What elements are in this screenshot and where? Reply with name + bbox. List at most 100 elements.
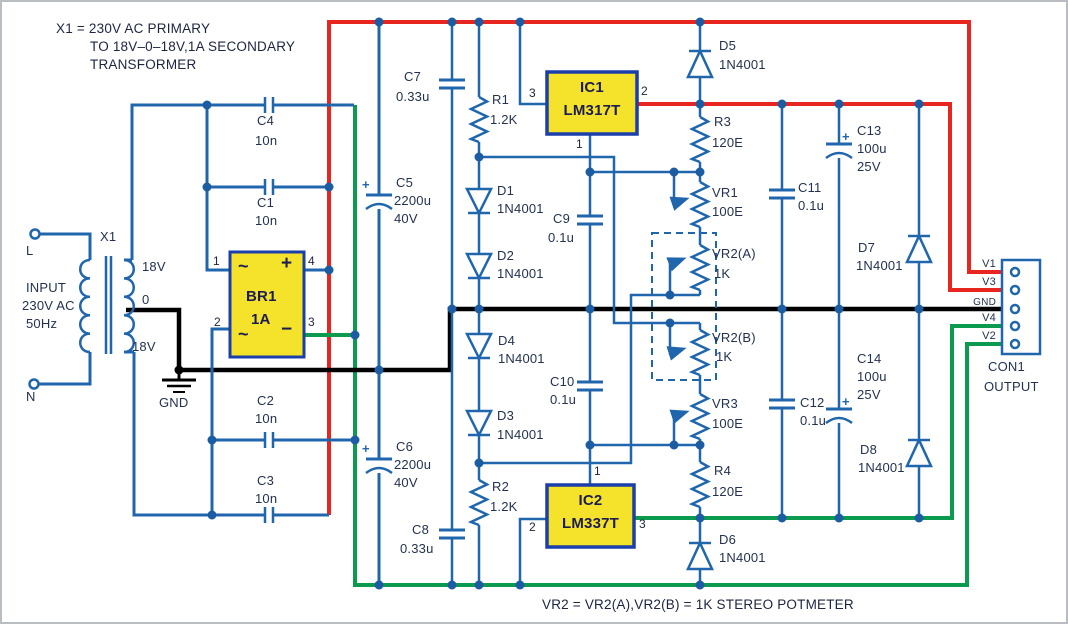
input-label-line3: 50Hz: [26, 316, 58, 331]
c10-value: 0.1u: [550, 392, 577, 407]
vr1-ref: VR1: [712, 185, 738, 200]
d4-part: 1N4001: [498, 351, 545, 366]
note-transformer-line2: TO 18V–0–18V,1A SECONDARY: [90, 39, 296, 54]
c8-value: 0.33u: [400, 541, 434, 556]
c4-ref: C4: [257, 113, 275, 128]
c12-ref: C12: [800, 395, 825, 410]
c2-value: 10n: [255, 411, 278, 426]
c13-value: 100u: [857, 141, 887, 156]
bridge-ref: BR1: [246, 288, 277, 305]
input-label-line1: INPUT: [26, 280, 66, 295]
c8-ref: C8: [412, 522, 430, 537]
r1-ref: R1: [492, 92, 510, 107]
vr2a-ref: VR2(A): [712, 246, 756, 261]
filter-column-c5-c6: [365, 22, 393, 585]
regulation-column: [686, 22, 714, 585]
d3-ref: D3: [497, 408, 515, 423]
secondary-top-label: 18V: [142, 259, 166, 274]
ic1-pin-input: 3: [529, 86, 536, 100]
c3-value: 10n: [255, 491, 278, 506]
ic1-pin-adjust: 1: [576, 137, 583, 151]
c5-polarity: +: [362, 177, 370, 192]
c5-ref: C5: [396, 175, 414, 190]
c12-value: 0.1u: [800, 413, 827, 428]
d1-part: 1N4001: [497, 201, 544, 216]
c13-polarity: +: [842, 129, 850, 144]
note-transformer-line1: X1 = 230V AC PRIMARY: [56, 21, 211, 36]
d6-part: 1N4001: [719, 550, 766, 565]
secondary-bottom-label: 18V: [132, 339, 156, 354]
con1-pin-v2: V2: [982, 330, 996, 342]
d5-ref: D5: [719, 38, 737, 53]
positive-regulated-rail: [637, 102, 1002, 292]
c7-ref: C7: [404, 69, 422, 84]
ic1-pin-output: 2: [641, 84, 648, 98]
c14-voltage: 25V: [857, 387, 881, 402]
c14-ref: C14: [857, 351, 882, 366]
bias-column: [464, 22, 494, 585]
c14-value: 100u: [857, 369, 887, 384]
con1-pin-v4: V4: [982, 312, 996, 324]
ic2-pin-input: 2: [529, 520, 536, 534]
con1-pin-gnd: GND: [973, 297, 996, 308]
c1-ref: C1: [257, 195, 275, 210]
ground-rail: [126, 306, 1002, 373]
d8-ref: D8: [860, 442, 878, 457]
c2-ref: C2: [257, 393, 275, 408]
bridge-pin4: 4: [308, 254, 315, 268]
d4-ref: D4: [498, 333, 516, 348]
d5-part: 1N4001: [719, 57, 766, 72]
bridge-plus-symbol: +: [281, 253, 293, 274]
snubber-network-wires: [130, 103, 354, 517]
adjust-column-c9-c10: [518, 22, 700, 585]
d2-ref: D2: [497, 248, 515, 263]
d7-part: 1N4001: [856, 258, 903, 273]
input-label-line2: 230V AC: [22, 298, 75, 313]
vr2a-value: 1K: [714, 266, 731, 281]
bridge-ac1-symbol: ~: [238, 256, 249, 276]
d7-ref: D7: [858, 240, 876, 255]
bridge-minus-symbol: −: [281, 319, 293, 340]
ic2-box: [545, 483, 636, 549]
capacitor-c2: [263, 432, 275, 448]
c1-value: 10n: [255, 213, 278, 228]
ic2-part: LM337T: [561, 515, 620, 532]
con1-pin-v1: V1: [982, 258, 996, 270]
stereo-pot-gang-box: [651, 232, 717, 381]
transformer-symbol: [28, 228, 135, 390]
c14-polarity: +: [842, 394, 850, 409]
ic2-ref: IC2: [578, 492, 603, 509]
c6-ref: C6: [396, 439, 414, 454]
c5-voltage: 40V: [394, 211, 418, 226]
c11-value: 0.1u: [798, 198, 825, 213]
r1-value: 1.2K: [490, 112, 518, 127]
c4-value: 10n: [255, 133, 278, 148]
ground-label: GND: [159, 395, 189, 410]
d2-part: 1N4001: [497, 266, 544, 281]
terminal-live-label: L: [26, 243, 34, 258]
transformer-ref: X1: [100, 229, 117, 244]
c6-voltage: 40V: [394, 475, 418, 490]
d3-part: 1N4001: [497, 427, 544, 442]
r3-value: 120E: [712, 135, 744, 150]
ic2-pin-adjust: 1: [594, 464, 601, 478]
c11-ref: C11: [798, 180, 822, 195]
c13-voltage: 25V: [857, 159, 881, 174]
bridge-pin2: 2: [214, 315, 221, 329]
ic1-box: [545, 70, 639, 136]
vr3-value: 100E: [712, 416, 744, 431]
negative-unregulated-rail: [304, 105, 1002, 587]
c3-ref: C3: [257, 473, 275, 488]
negative-regulated-rail: [634, 324, 1002, 520]
bypass-column-c11-c12: [769, 104, 795, 518]
d6-ref: D6: [719, 532, 737, 547]
ic1-part: LM317T: [563, 102, 621, 119]
c13-ref: C13: [857, 123, 882, 138]
vr2b-ref: VR2(B): [712, 330, 756, 345]
junction-dots: [174, 17, 924, 590]
secondary-center-label: 0: [142, 292, 150, 307]
c9-value: 0.1u: [548, 230, 575, 245]
capacitor-c1: [263, 179, 275, 195]
